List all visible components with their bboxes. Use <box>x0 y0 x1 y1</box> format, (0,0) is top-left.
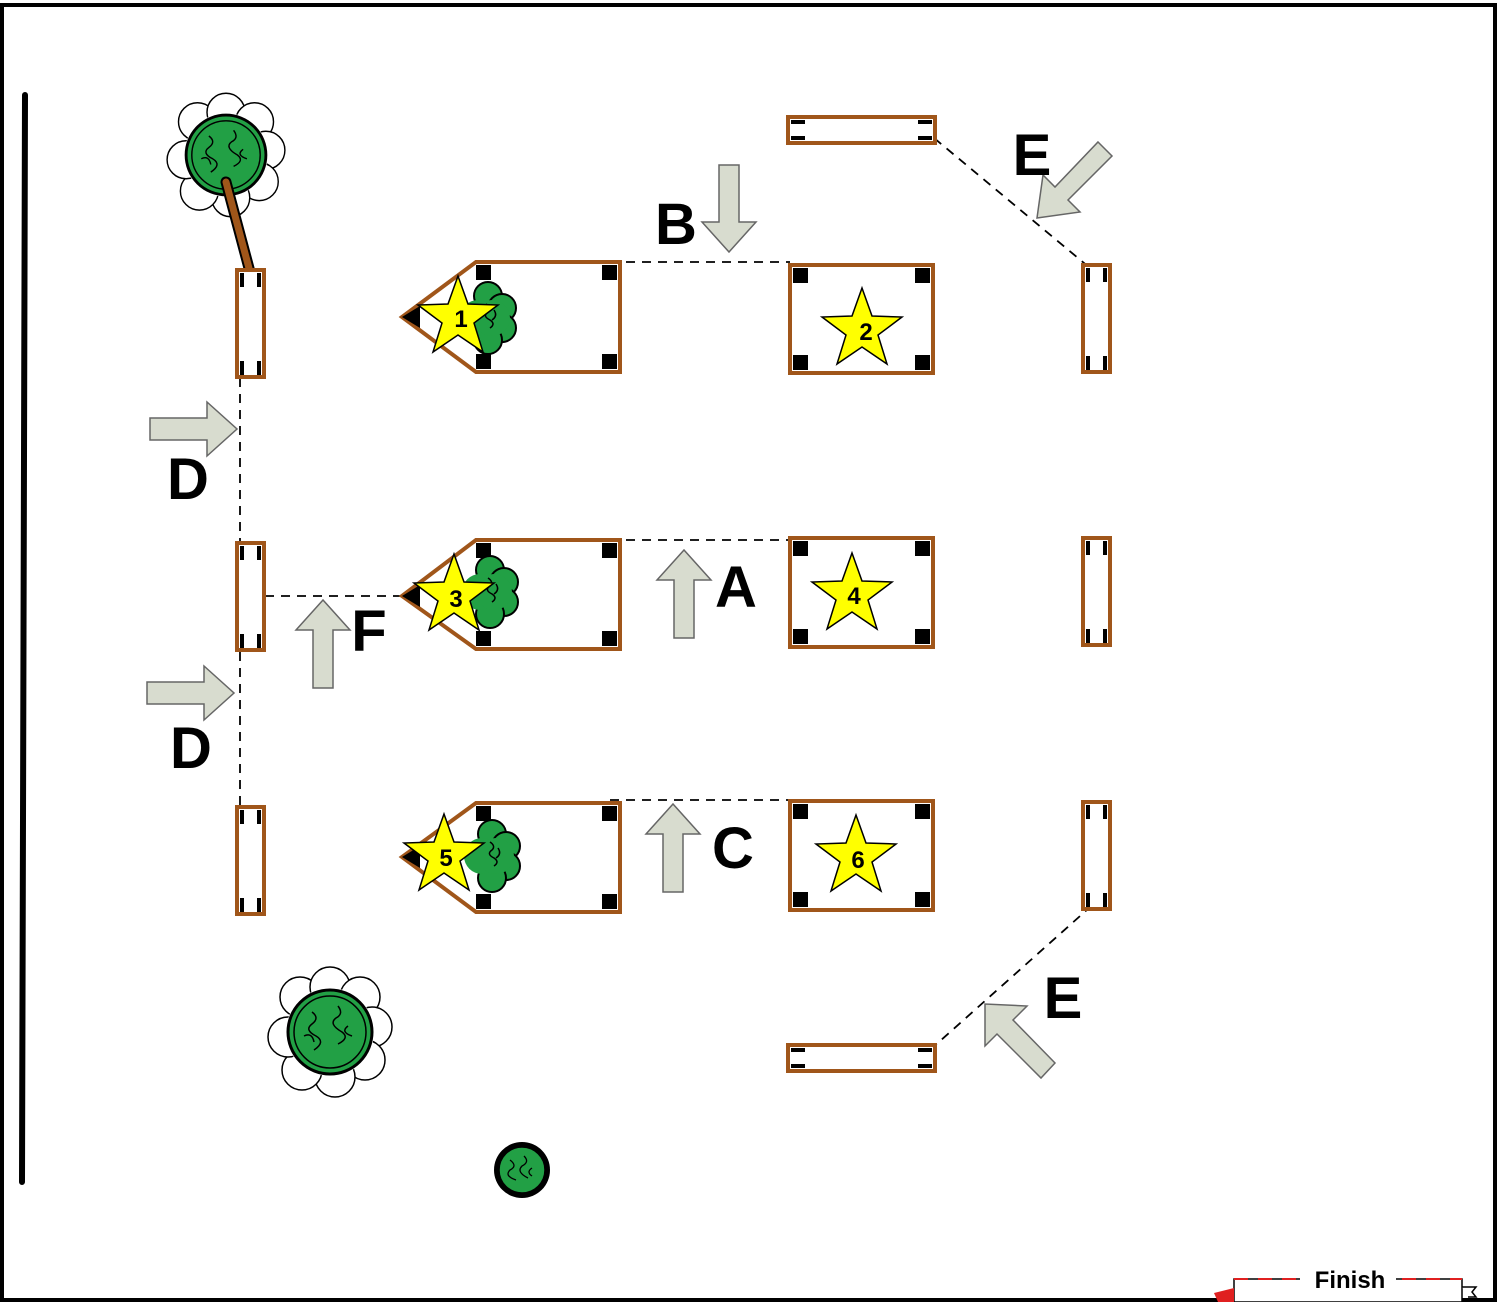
label-e-top: E <box>1013 123 1052 188</box>
arrow-e-bottom <box>984 1003 1057 1080</box>
star-5: 5 <box>403 813 485 891</box>
label-a: A <box>715 555 757 620</box>
star-2-label: 2 <box>859 319 872 346</box>
label-c: C <box>712 816 754 881</box>
arrow-b <box>700 164 758 254</box>
boundary-line <box>19 92 28 1185</box>
tree-small <box>494 1142 550 1198</box>
boards-right <box>1081 263 1112 911</box>
label-e-bottom: E <box>1044 966 1083 1031</box>
arrow-c <box>644 802 702 893</box>
tree-bottom-left <box>266 965 394 1099</box>
arrow-d-top <box>149 400 239 458</box>
star-3: 3 <box>413 553 495 631</box>
star-6: 6 <box>815 814 897 892</box>
board-brackets-right <box>1086 268 1107 907</box>
label-d-top: D <box>167 447 209 512</box>
boards-left <box>235 268 266 916</box>
direction-arrows <box>146 140 1114 1080</box>
board-brackets-horizontal <box>791 120 932 1068</box>
label-f: F <box>351 599 386 664</box>
page-border <box>0 3 1497 1302</box>
arrow-f <box>294 598 352 689</box>
label-d-bottom: D <box>170 716 212 781</box>
arrow-d-bottom <box>146 664 236 722</box>
square-station-6 <box>788 799 935 912</box>
star-2: 2 <box>821 287 903 365</box>
star-6-label: 6 <box>851 847 864 874</box>
board-brackets-left <box>240 273 261 912</box>
label-b: B <box>655 192 697 257</box>
star-3-label: 3 <box>449 586 462 613</box>
star-1-label: 1 <box>454 306 467 333</box>
arrow-a <box>655 548 713 639</box>
boards-horizontal <box>786 115 937 1073</box>
star-4-label: 4 <box>847 583 861 610</box>
star-4: 4 <box>811 552 893 630</box>
arrow-e-top <box>1036 140 1114 219</box>
course-lines <box>239 127 1099 1051</box>
square-station-2 <box>788 263 935 375</box>
finish-marker: Finish <box>1214 1266 1478 1302</box>
star-1: 1 <box>417 275 499 353</box>
star-5-label: 5 <box>439 845 452 872</box>
tree-tie-fill <box>222 178 254 276</box>
finish-label: Finish <box>1315 1267 1386 1294</box>
